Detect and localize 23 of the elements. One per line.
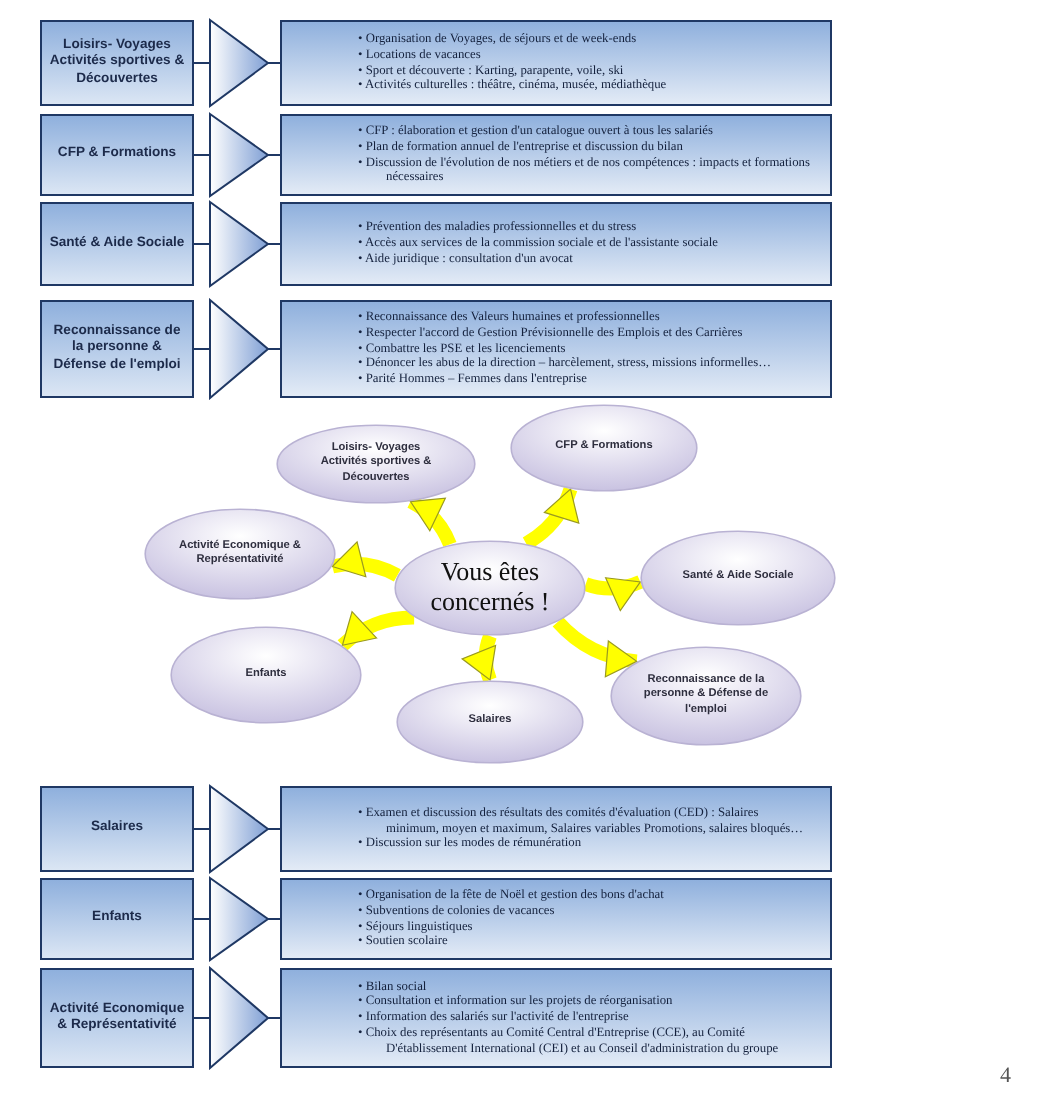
detail-panel [280,300,832,398]
detail-panel [280,786,832,872]
detail-panel [280,878,832,960]
detail-panel [280,202,832,286]
page-number: 4 [1000,1064,1011,1088]
chevron-arrow [193,201,281,287]
chevron-arrow [193,877,281,961]
curved-arrow [552,617,638,677]
chevron-arrow [193,299,281,399]
detail-panel [280,968,832,1068]
curved-arrow [337,610,415,651]
detail-panel [280,114,832,196]
chevron-arrow [193,785,281,873]
chevron-arrow [193,113,281,197]
curved-arrow [330,541,401,582]
curved-arrow [407,495,457,548]
detail-panel [280,20,832,106]
chevron-arrow [193,967,281,1069]
curved-arrow [462,633,498,683]
curved-arrow [583,575,643,611]
curved-arrow [522,486,579,550]
chevron-arrow [193,19,281,107]
hub-ellipse: Vous êtes concernés ! [394,540,586,636]
